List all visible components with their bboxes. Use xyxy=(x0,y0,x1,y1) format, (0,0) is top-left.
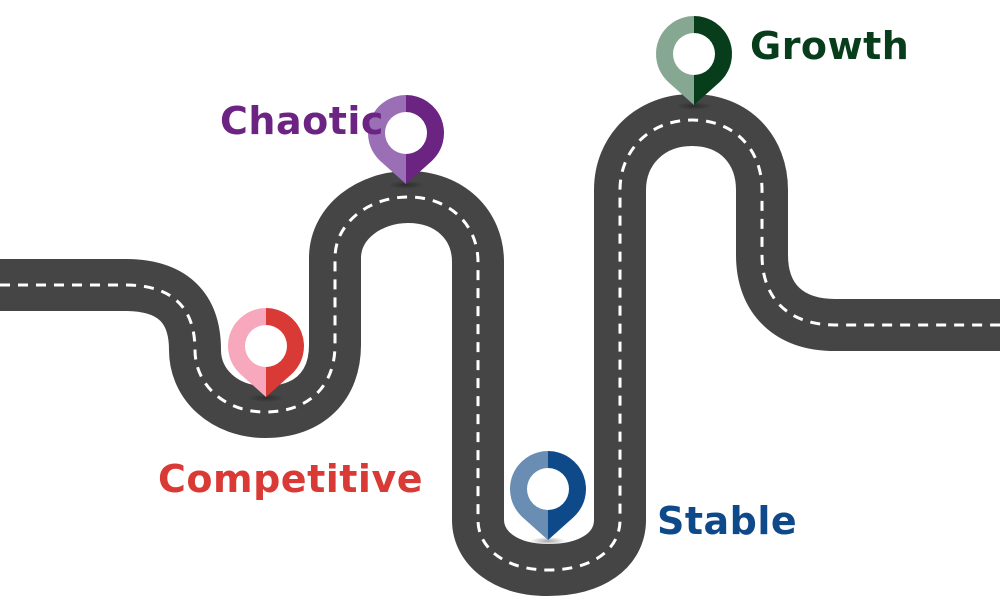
pin-hole xyxy=(673,33,715,75)
road-asphalt xyxy=(0,94,1000,596)
map-pin-icon-chaotic xyxy=(368,95,445,189)
pin-hole xyxy=(385,112,427,154)
map-pin-icon-stable xyxy=(510,451,586,545)
stage-label-chaotic: Chaotic xyxy=(220,99,384,143)
map-pins xyxy=(227,16,732,545)
stage-label-stable: Stable xyxy=(657,499,798,543)
winding-road xyxy=(0,94,1000,596)
pin-hole xyxy=(245,325,287,367)
map-pin-icon-growth xyxy=(655,16,732,110)
pin-shadow xyxy=(676,102,712,110)
pin-shadow xyxy=(530,537,566,545)
road-lane-marking xyxy=(0,118,1000,572)
stage-label-growth: Growth xyxy=(750,24,910,68)
map-pin-icon-competitive xyxy=(227,308,305,402)
pin-shadow xyxy=(248,394,284,402)
pin-shadow xyxy=(388,181,424,189)
pin-hole xyxy=(527,468,569,510)
stage-label-competitive: Competitive xyxy=(158,457,423,501)
